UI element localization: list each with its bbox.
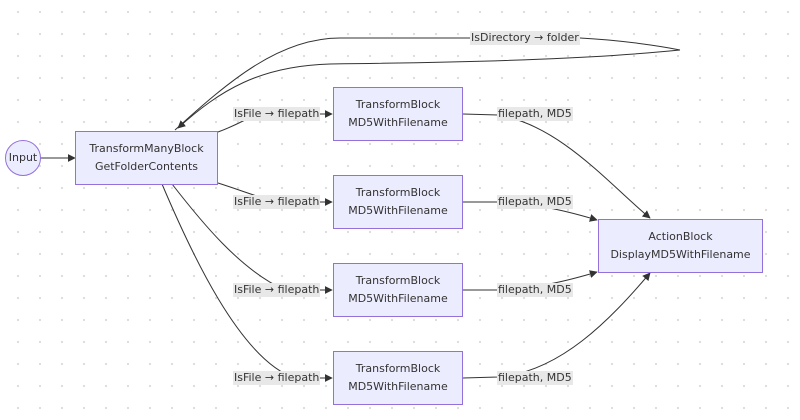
node-input-label: Input xyxy=(8,151,38,164)
node-name-label: DisplayMD5WithFilename xyxy=(610,248,751,261)
node-name-label: GetFolderContents xyxy=(94,160,199,173)
edge-label-md5-4: filepath, MD5 xyxy=(497,371,573,385)
node-md5-with-filename-3[interactable]: TransformBlock MD5WithFilename xyxy=(333,263,463,317)
node-get-folder-contents[interactable]: TransformManyBlock GetFolderContents xyxy=(75,131,218,185)
node-md5-with-filename-4[interactable]: TransformBlock MD5WithFilename xyxy=(333,351,463,405)
edge-label-isfile-3: IsFile → filepath xyxy=(233,283,321,297)
node-md5-with-filename-1[interactable]: TransformBlock MD5WithFilename xyxy=(333,87,463,141)
edge-loop-out xyxy=(174,37,681,131)
edge-label-md5-3: filepath, MD5 xyxy=(497,283,573,297)
node-name-label: MD5WithFilename xyxy=(348,116,448,129)
node-type-label: TransformBlock xyxy=(355,362,441,375)
edge-loop-back xyxy=(177,49,681,129)
node-type-label: TransformBlock xyxy=(355,186,441,199)
node-type-label: TransformBlock xyxy=(355,274,441,287)
node-md5-with-filename-2[interactable]: TransformBlock MD5WithFilename xyxy=(333,175,463,229)
node-input[interactable]: Input xyxy=(5,140,41,176)
node-display-md5-with-filename[interactable]: ActionBlock DisplayMD5WithFilename xyxy=(598,219,763,273)
edge-label-isfile-1: IsFile → filepath xyxy=(233,107,321,121)
node-type-label: ActionBlock xyxy=(648,230,713,243)
edge-getfolder-to-md5-4 xyxy=(161,183,333,382)
node-name-label: MD5WithFilename xyxy=(348,292,448,305)
edge-label-isdirectory: IsDirectory → folder xyxy=(470,31,580,45)
node-name-label: MD5WithFilename xyxy=(348,204,448,217)
node-name-label: MD5WithFilename xyxy=(348,380,448,393)
edge-label-md5-1: filepath, MD5 xyxy=(497,107,573,121)
edge-label-md5-2: filepath, MD5 xyxy=(497,195,573,209)
edge-label-isfile-2: IsFile → filepath xyxy=(233,195,321,209)
node-type-label: TransformBlock xyxy=(355,98,441,111)
edge-label-isfile-4: IsFile → filepath xyxy=(233,371,321,385)
node-type-label: TransformManyBlock xyxy=(89,142,204,155)
